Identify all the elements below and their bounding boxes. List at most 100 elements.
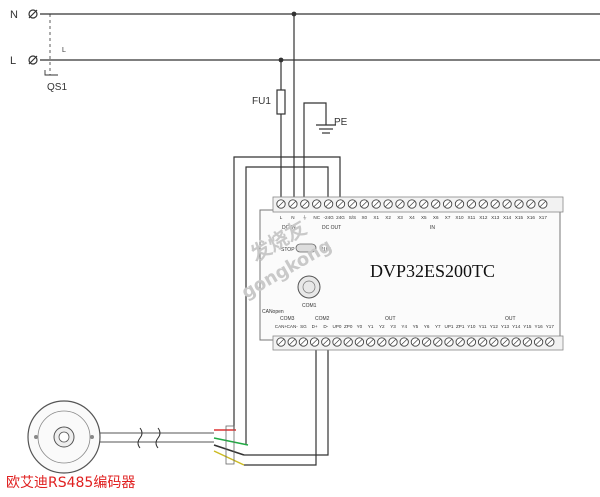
terminal-label: X5 — [421, 215, 427, 220]
encoder-caption: 欧艾迪RS485编码器 — [6, 475, 135, 491]
terminal-label: Y5 — [413, 324, 419, 329]
terminal-label: ⏚ — [302, 214, 307, 220]
terminal-label: X4 — [409, 215, 415, 220]
terminal-screw-slot — [322, 338, 329, 346]
terminal-screw-slot — [389, 338, 397, 346]
terminal-label: Y16 — [535, 324, 544, 329]
terminal-screw-slot — [504, 200, 511, 208]
com3-label: COM3 — [280, 316, 295, 322]
terminal-screw-slot — [539, 200, 546, 208]
top-terminal-strip — [276, 199, 548, 209]
terminal-screw-slot — [300, 338, 307, 346]
terminal-label: Y4 — [401, 324, 407, 329]
canopen-label: CANopen — [262, 309, 284, 315]
terminal-screw-slot — [277, 200, 285, 208]
encoder-cable — [100, 427, 214, 449]
terminal-screw-slot — [396, 200, 404, 208]
run-stop-switch[interactable] — [295, 243, 317, 253]
terminal-label: Y12 — [490, 324, 499, 329]
terminal-label: X7 — [445, 215, 451, 220]
terminal-label: X15 — [515, 215, 524, 220]
terminal-label: X16 — [527, 215, 536, 220]
terminal-label: Y10 — [467, 324, 476, 329]
supply-rails — [28, 9, 600, 76]
terminal-screw-slot — [456, 200, 463, 208]
terminal-label: Y1 — [368, 324, 374, 329]
terminal-screw-slot — [444, 200, 451, 208]
terminal-screw-slot — [385, 200, 392, 208]
terminal-screw-slot — [445, 338, 453, 346]
terminal-label: Y11 — [479, 324, 487, 329]
terminal-label: X0 — [361, 215, 367, 220]
terminal-screw-slot — [337, 200, 344, 208]
terminal-label: SG — [300, 324, 307, 329]
terminal-label: NC — [313, 215, 320, 220]
terminal-screw-slot — [490, 338, 497, 346]
terminal-screw-slot — [349, 200, 356, 208]
terminal-screw-slot — [373, 200, 380, 208]
terminal-screw-slot — [479, 338, 486, 346]
terminal-screw-slot — [311, 338, 318, 346]
terminal-screw-slot — [325, 200, 332, 208]
terminal-label: Y0 — [357, 324, 363, 329]
terminal-label: CAN+ — [275, 324, 288, 329]
com1-port-inner — [302, 280, 316, 294]
stop-label: STOP — [281, 247, 295, 253]
terminal-screw-slot — [535, 338, 542, 346]
terminal-screw-slot — [501, 338, 509, 346]
dc-out-label: DC OUT — [322, 225, 341, 231]
terminal-screw-slot — [333, 338, 341, 346]
terminal-label: X3 — [397, 215, 403, 220]
terminal-label: L — [280, 215, 283, 220]
terminal-screw-slot — [289, 338, 296, 346]
terminal-label: Y14 — [512, 324, 521, 329]
out-label-2: OUT — [505, 316, 516, 322]
terminal-screw-slot — [367, 338, 374, 346]
terminal-label: Y17 — [546, 324, 555, 329]
breaker-label: QS1 — [47, 82, 67, 93]
encoder — [27, 400, 101, 474]
terminal-label: X6 — [433, 215, 439, 220]
terminal-label: D- — [323, 324, 328, 329]
fuse-label: FU1 — [252, 96, 271, 107]
terminal-label: UP1 — [445, 324, 454, 329]
terminal-label: CAN- — [287, 324, 299, 329]
terminal-screw-slot — [432, 200, 439, 208]
in-section-label: IN — [430, 225, 435, 231]
terminal-label: X12 — [479, 215, 488, 220]
terminal-screw-slot — [457, 338, 464, 346]
terminal-label: UP0 — [333, 324, 342, 329]
terminal-label: S/S — [349, 215, 356, 220]
terminal-screw-slot — [434, 338, 441, 346]
terminal-label: X10 — [455, 215, 464, 220]
terminal-screw-slot — [546, 338, 553, 346]
line-label: L — [10, 55, 16, 67]
plc-body — [259, 196, 564, 351]
terminal-label: Y15 — [523, 324, 532, 329]
power-feed-wires — [233, 14, 341, 466]
terminal-label: ZP1 — [456, 324, 465, 329]
run-label: RUN — [320, 247, 331, 253]
terminal-label: X2 — [385, 215, 391, 220]
com1-port[interactable] — [297, 275, 321, 299]
terminal-screw-slot — [423, 338, 430, 346]
dc-in-label: DC IN — [282, 225, 296, 231]
terminal-screw-slot — [345, 338, 352, 346]
bottom-terminal-strip — [276, 337, 555, 347]
out-label-1: OUT — [385, 316, 396, 322]
terminal-label: -24G — [323, 215, 334, 220]
com2-label: COM2 — [315, 316, 330, 322]
terminal-screw-slot — [289, 200, 296, 208]
terminal-screw-slot — [401, 338, 408, 346]
terminal-label: Y7 — [435, 324, 441, 329]
terminal-screw-slot — [492, 200, 499, 208]
terminal-label: Y3 — [390, 324, 396, 329]
earth-label: PE — [334, 117, 348, 128]
small-l-label: L — [62, 47, 66, 54]
terminal-label: ZP0 — [344, 324, 353, 329]
terminal-screw-slot — [524, 338, 531, 346]
terminal-label: Y2 — [379, 324, 385, 329]
terminal-screw-slot — [301, 200, 308, 208]
terminal-label: 24G — [336, 215, 345, 220]
